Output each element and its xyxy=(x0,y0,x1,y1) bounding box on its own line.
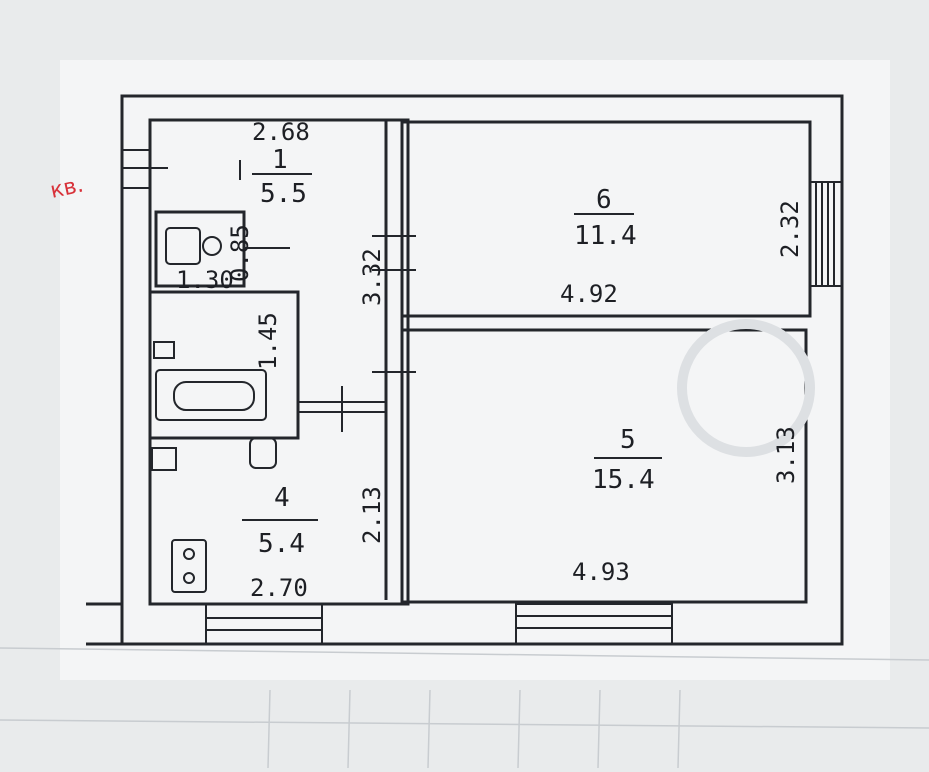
room-6-dim-right: 2.32 xyxy=(776,200,804,258)
room-6-dim-bottom: 4.92 xyxy=(560,280,618,308)
room-1-number: 1 xyxy=(272,145,288,175)
corridor-dim-lower: 2.13 xyxy=(358,486,386,544)
burner-icon xyxy=(183,548,195,560)
bath-dim-h: 1.45 xyxy=(254,312,282,370)
stove-icon xyxy=(171,539,207,593)
window-room-5 xyxy=(515,603,673,645)
room-6-number: 6 xyxy=(596,185,612,215)
room-4-area: 5.4 xyxy=(258,529,305,559)
room-6-area: 11.4 xyxy=(574,221,637,251)
room-1-area: 5.5 xyxy=(260,179,307,209)
bathroom xyxy=(148,290,386,471)
bathtub-icon xyxy=(155,369,267,421)
washbasin-icon xyxy=(249,437,277,469)
room-5-number: 5 xyxy=(620,425,636,455)
room-5-dim-right: 3.13 xyxy=(772,426,800,484)
wc-dim-h: 0.85 xyxy=(226,224,254,282)
sink-icon xyxy=(153,341,175,359)
outer-wall-outline xyxy=(120,94,844,646)
faint-table xyxy=(0,647,929,769)
pipe-icon xyxy=(151,447,177,471)
room-5-dim-bottom: 4.93 xyxy=(572,558,630,586)
toilet-icon xyxy=(165,227,201,265)
toilet-bowl-icon xyxy=(202,236,222,256)
bathtub-inner-icon xyxy=(173,381,255,411)
stove xyxy=(171,539,207,593)
room-1-dim-top: 2.68 xyxy=(252,118,310,146)
room-5-area: 15.4 xyxy=(592,465,655,495)
entrance-door xyxy=(122,149,168,189)
window-room-6 xyxy=(809,181,843,287)
corridor-dim-upper: 3.32 xyxy=(358,248,386,306)
wc xyxy=(154,210,290,288)
wc-dim-w: 1.30 xyxy=(176,266,234,294)
window-kitchen xyxy=(205,603,323,645)
dimension-ticks xyxy=(239,160,416,373)
watermark xyxy=(677,319,815,457)
room-4-dim-bottom: 2.70 xyxy=(250,574,308,602)
room-4-number: 4 xyxy=(274,483,290,513)
bathroom-outline xyxy=(148,290,300,440)
burner-icon xyxy=(183,572,195,584)
